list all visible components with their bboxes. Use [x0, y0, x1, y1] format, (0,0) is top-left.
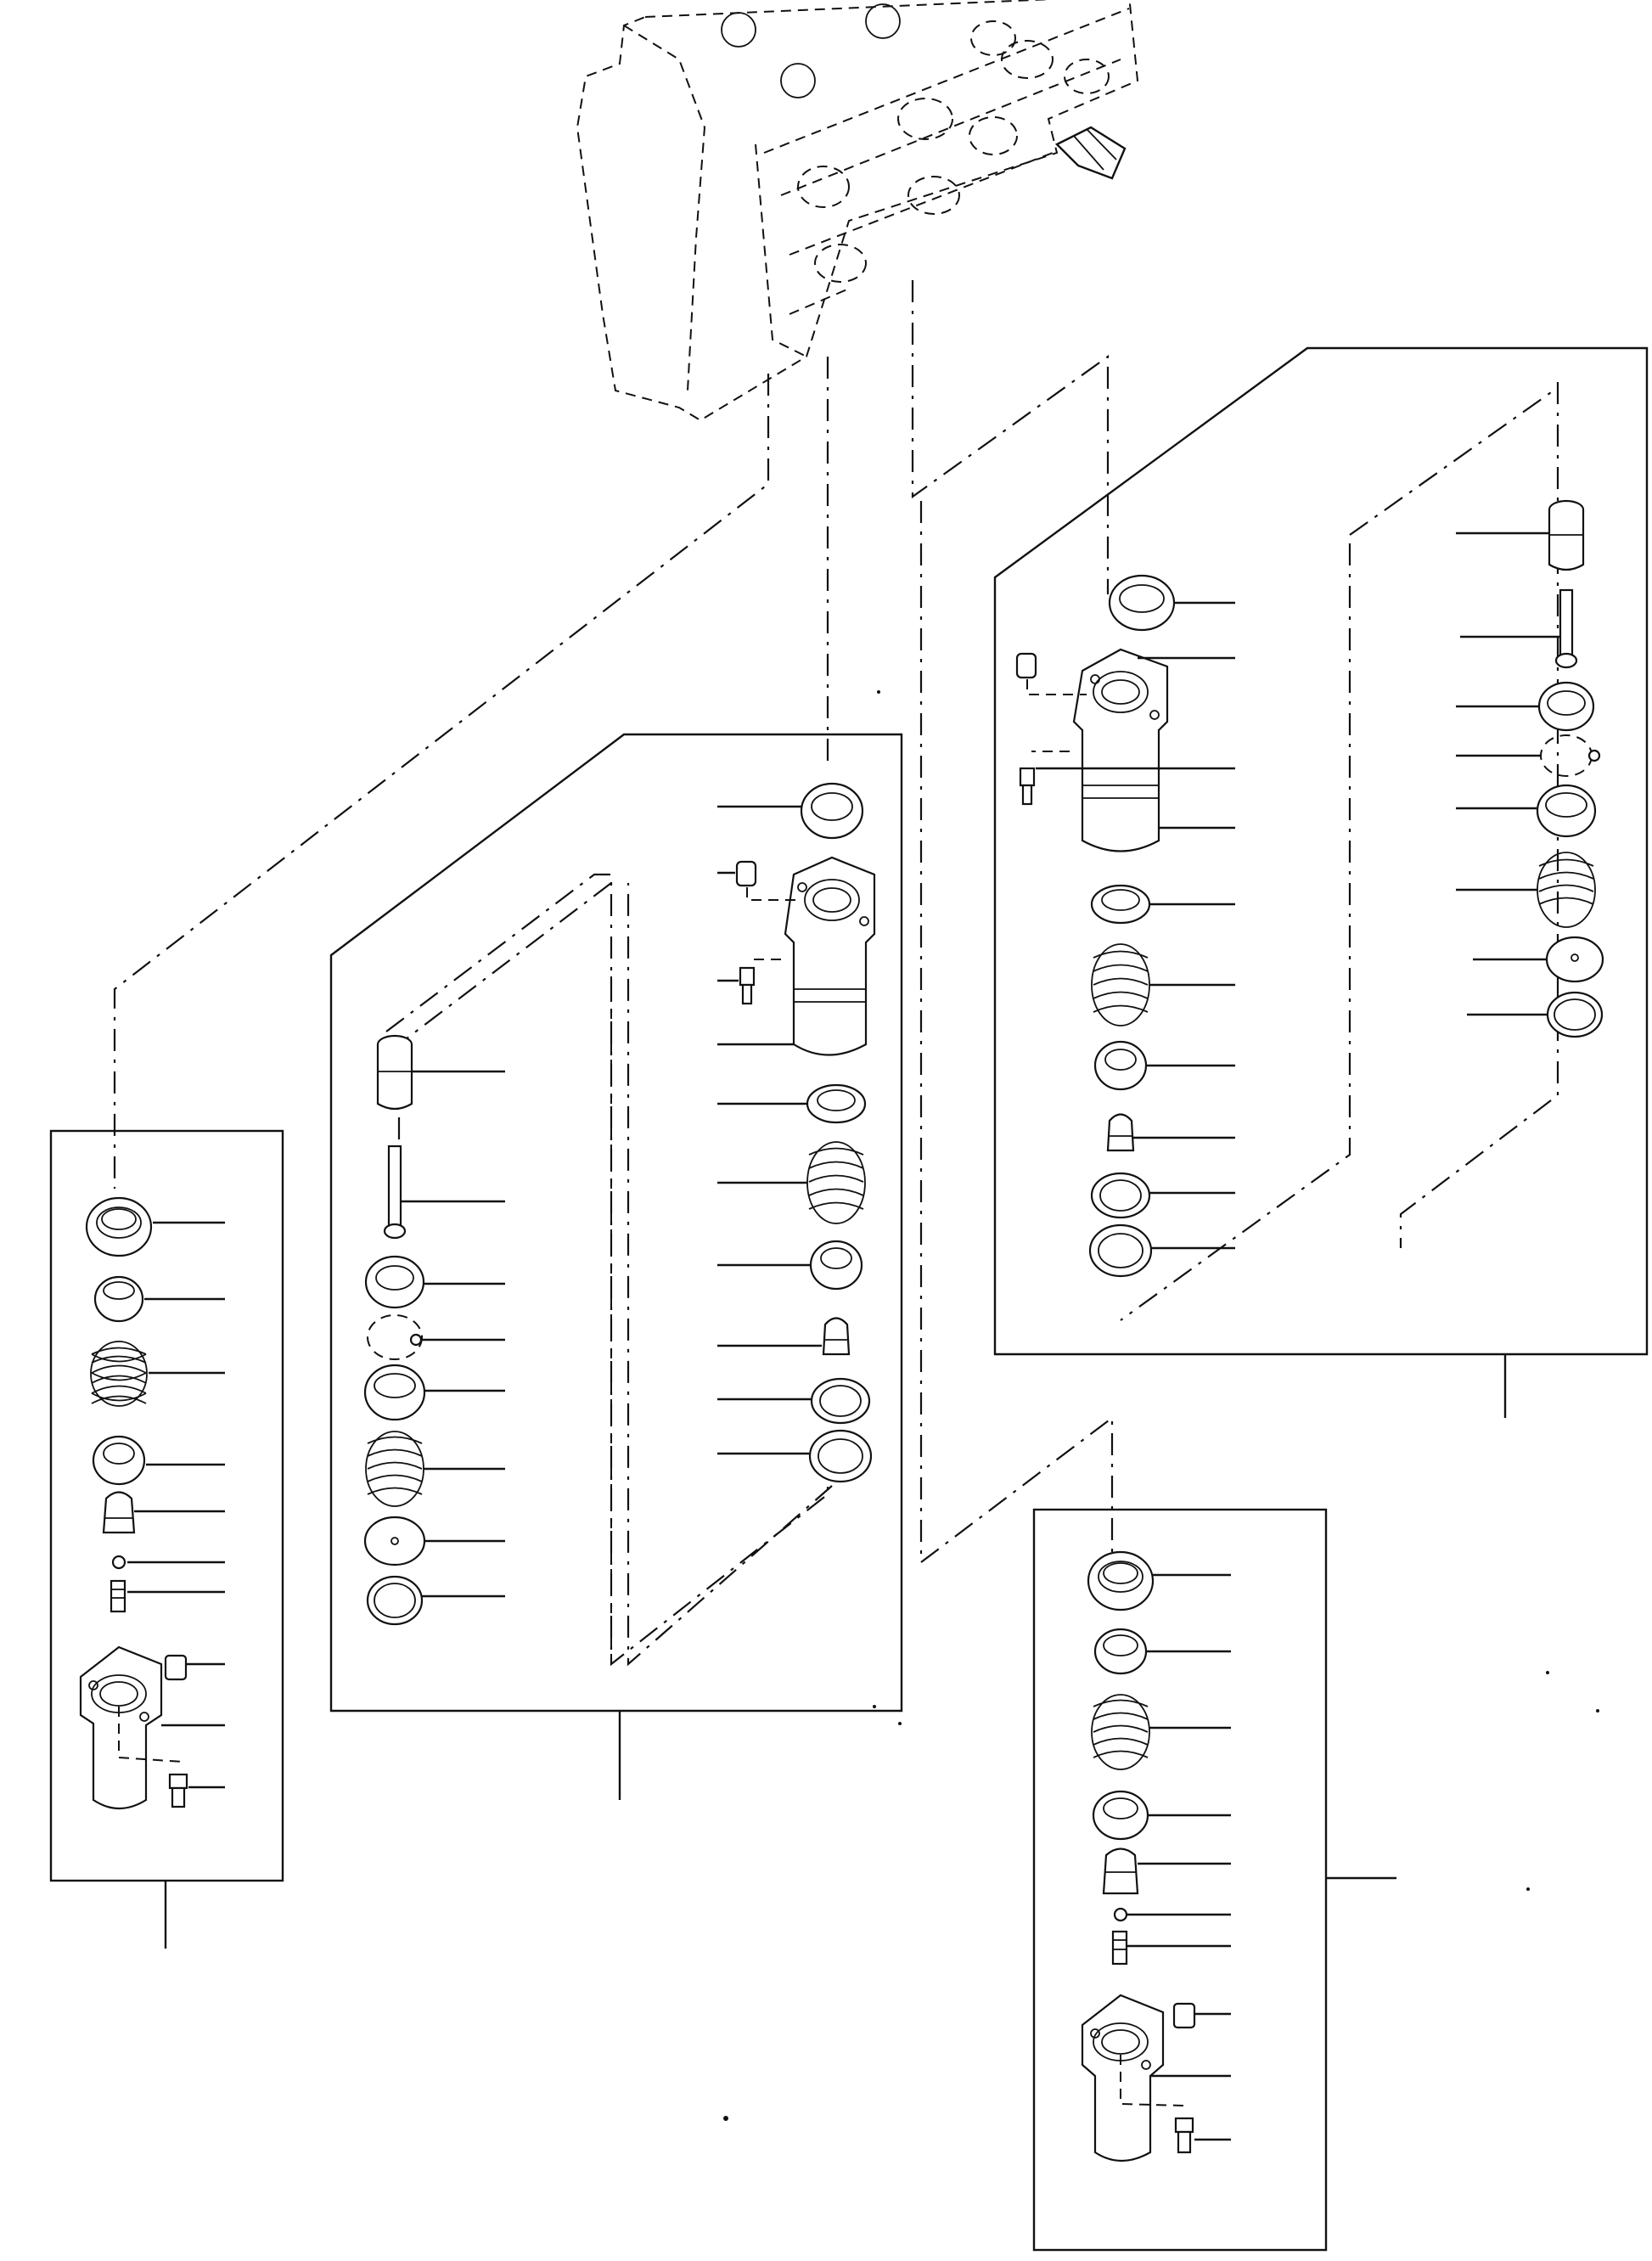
- assembly-left: [49, 1129, 284, 1949]
- lr-small-screw: [1111, 1930, 1128, 1966]
- lr-valve-poppet: [1102, 1848, 1139, 1895]
- ur-spring-seat: [1093, 1040, 1148, 1091]
- ur-small-bolt: [1019, 767, 1036, 806]
- center-flange-body: [746, 856, 876, 1056]
- ur-spring-b: [1537, 852, 1596, 928]
- lr-spring-seat: [1092, 1790, 1149, 1841]
- center-retainer-ring: [808, 1429, 873, 1483]
- center-top-seal: [800, 782, 864, 840]
- center-poppet: [822, 1317, 851, 1356]
- center-spring-b: [806, 1141, 866, 1224]
- center-hidden-ring: [367, 1314, 423, 1360]
- lr-bushing: [1093, 1628, 1148, 1675]
- center-plunger-rod: [383, 1145, 407, 1240]
- left-flange-cover: [79, 1645, 183, 1809]
- left-o-ring: [111, 1555, 126, 1570]
- lr-seal-ring: [1087, 1550, 1155, 1611]
- ur-piston-sleeve: [1548, 499, 1585, 571]
- lr-hex-bolt: [1174, 2117, 1194, 2154]
- left-seal-ring: [85, 1196, 153, 1257]
- ur-pin-cap: [1015, 652, 1037, 679]
- ur-disc: [1545, 936, 1604, 983]
- ur-cup: [1536, 784, 1597, 838]
- ur-snap-ring: [1546, 991, 1604, 1038]
- center-pin-cap: [735, 860, 757, 887]
- center-spring-seat: [809, 1240, 863, 1291]
- center-lines: [113, 280, 1559, 1667]
- ur-spring: [1091, 943, 1150, 1026]
- ur-plunger-rod: [1554, 588, 1578, 669]
- center-snap-ring: [366, 1575, 424, 1626]
- center-disc: [363, 1516, 426, 1566]
- ur-bushing: [1090, 884, 1151, 925]
- ur-seal-ring: [1537, 681, 1595, 732]
- center-piston-sleeve: [376, 1034, 413, 1111]
- lr-flange-cover: [1081, 1994, 1185, 2162]
- valve-body-housing: [576, 0, 1139, 422]
- left-spring-seat: [92, 1435, 146, 1486]
- lr-cap-nut: [1172, 2002, 1196, 2029]
- ur-flange-body: [1026, 648, 1169, 852]
- center-small-bolt: [739, 966, 756, 1005]
- left-valve-poppet: [102, 1491, 136, 1534]
- ur-poppet: [1106, 1113, 1135, 1152]
- center-seal-ring: [364, 1255, 425, 1309]
- assembly-center: [329, 733, 903, 1800]
- scan-specks: [723, 690, 1599, 2121]
- left-cap-nut: [164, 1654, 188, 1681]
- center-cup: [363, 1364, 426, 1421]
- assembly-lower-right: [1032, 1508, 1396, 2252]
- left-hex-bolt: [168, 1773, 188, 1808]
- ur-hidden-ring: [1540, 734, 1601, 777]
- ur-top-seal: [1108, 574, 1176, 632]
- ur-retainer-ring: [1088, 1223, 1153, 1278]
- left-small-screw: [110, 1579, 126, 1613]
- center-washer: [810, 1377, 871, 1425]
- lr-o-ring: [1113, 1907, 1128, 1922]
- center-spring-a: [365, 1431, 424, 1507]
- ur-washer: [1090, 1172, 1151, 1219]
- left-spring: [90, 1341, 148, 1407]
- left-bushing: [93, 1275, 144, 1323]
- center-bushing: [806, 1083, 867, 1124]
- lr-spring: [1091, 1694, 1150, 1770]
- assembly-upper-right: [993, 346, 1649, 1418]
